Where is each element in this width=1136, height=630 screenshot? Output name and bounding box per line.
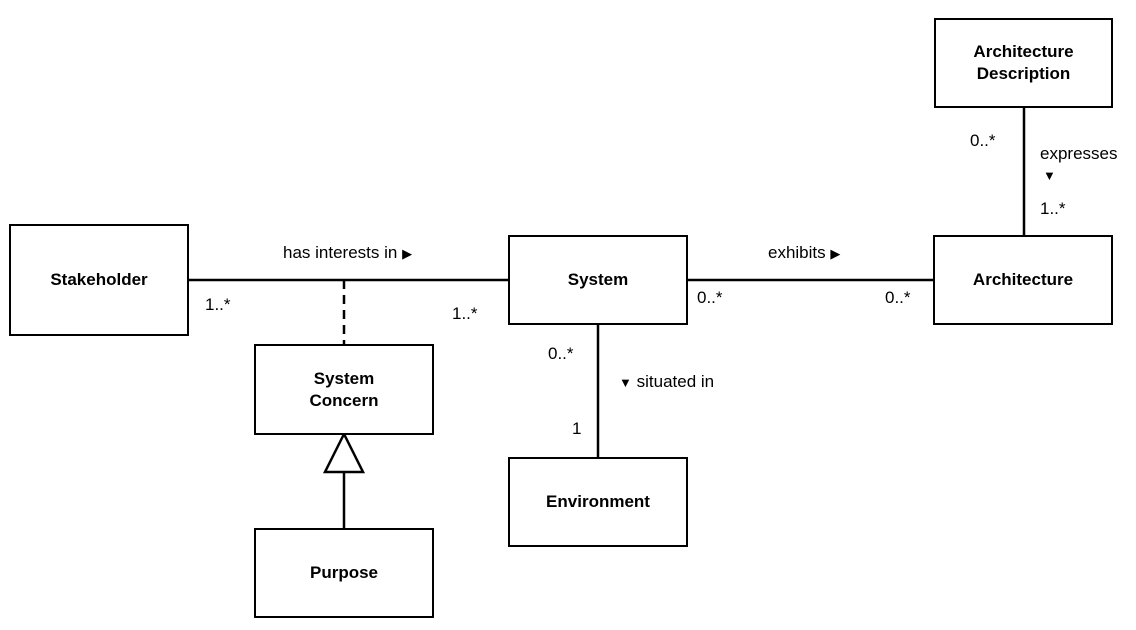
- exhibits-text: exhibits: [768, 243, 826, 262]
- system-exhibits-multiplicity: 0..*: [697, 288, 723, 307]
- expresses-arrow-icon: ▼: [1043, 168, 1056, 183]
- system-class[interactable]: System: [508, 235, 688, 325]
- exhibits-arrow-icon: ▶: [830, 246, 841, 261]
- system-situated-multiplicity: 0..*: [548, 344, 574, 363]
- system-concern-class[interactable]: System Concern: [254, 344, 434, 435]
- has-interests-in-arrow-icon: ▶: [402, 246, 413, 261]
- stakeholder-multiplicity: 1..*: [205, 295, 231, 314]
- generalization-triangle: [322, 431, 366, 474]
- situated-in-arrow-icon: ▼: [619, 375, 632, 390]
- purpose-label: Purpose: [309, 563, 379, 582]
- has-interests-in-label: has interests in ▶: [283, 243, 412, 264]
- environment-label: Environment: [546, 492, 650, 511]
- architecture-class[interactable]: Architecture: [933, 235, 1113, 325]
- environment-multiplicity: 1: [572, 419, 582, 438]
- architecture-description-label: Architecture Description: [973, 42, 1074, 83]
- situated-in-label: ▼ situated in: [619, 372, 714, 393]
- architecture-description-class[interactable]: Architecture Description: [934, 18, 1113, 108]
- exhibits-label: exhibits ▶: [768, 243, 840, 264]
- has-interests-in-text: has interests in: [283, 243, 398, 262]
- situated-in-text: situated in: [636, 372, 715, 391]
- system-concern-label: System Concern: [309, 368, 379, 410]
- environment-class[interactable]: Environment: [508, 457, 688, 547]
- stakeholder-class[interactable]: Stakeholder: [9, 224, 189, 336]
- architecture-label: Architecture: [972, 270, 1074, 289]
- purpose-class[interactable]: Purpose: [254, 528, 434, 618]
- architecture-exhibits-multiplicity: 0..*: [885, 288, 911, 307]
- expresses-text: expresses: [1040, 144, 1118, 163]
- system-label: System: [567, 270, 629, 289]
- system-interest-multiplicity: 1..*: [452, 304, 478, 323]
- stakeholder-label: Stakeholder: [50, 270, 148, 289]
- description-multiplicity: 0..*: [970, 131, 996, 150]
- architecture-expresses-multiplicity: 1..*: [1040, 199, 1066, 218]
